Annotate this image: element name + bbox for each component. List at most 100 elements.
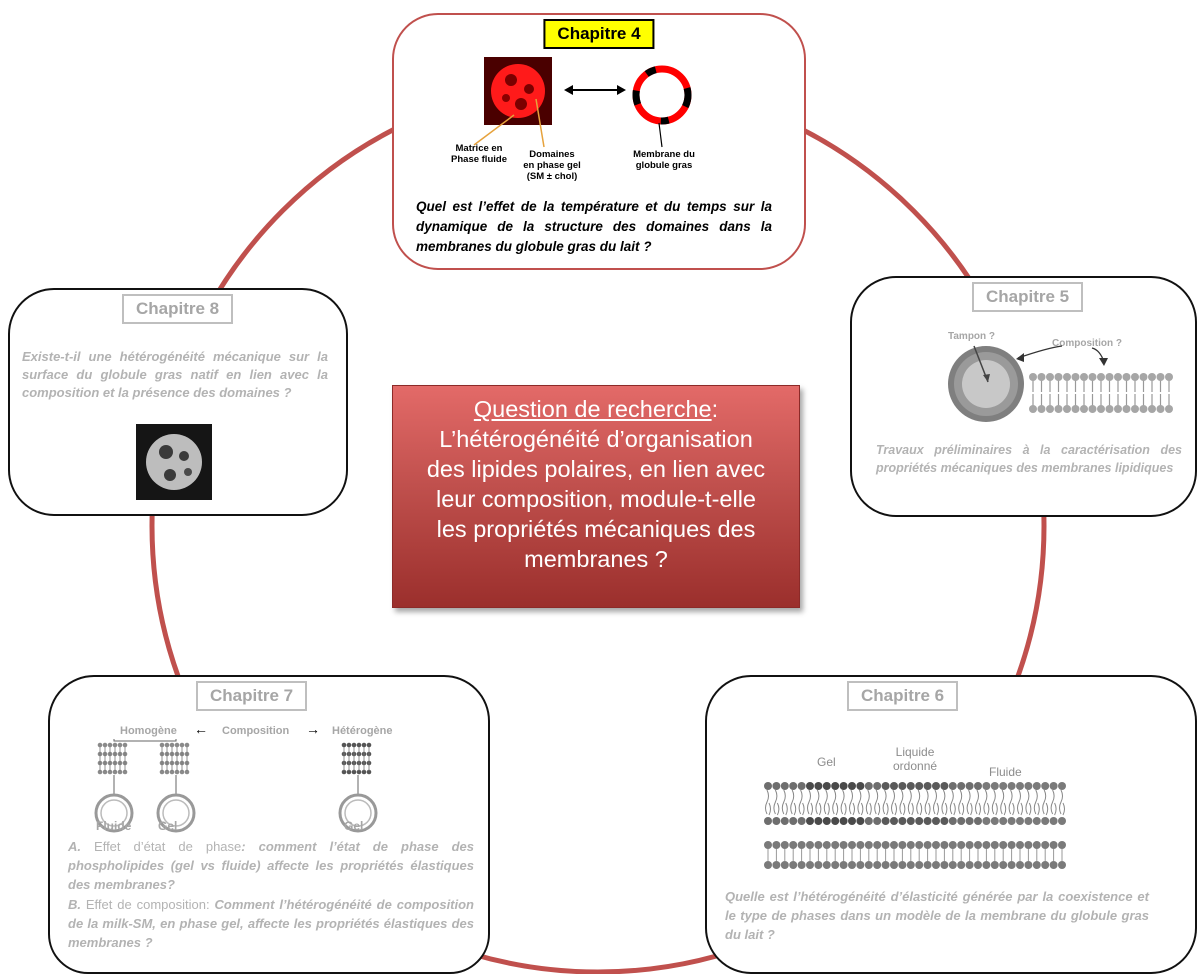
lipid-head [1165,405,1173,413]
chapter-8-title: Chapitre 8 [122,294,234,324]
lipid-head [789,782,798,790]
vesicle-diagram [94,739,378,833]
label-gel: Gel [158,819,178,833]
lipid-head [1058,841,1066,849]
lipid-head [890,817,898,825]
lipid-head [1032,861,1041,869]
lipid-head [1105,405,1114,413]
lipid-head [965,782,974,790]
lipid-head [873,841,882,849]
lipid-head [806,817,814,825]
label-domains: Domaines en phase gel (SM ± chol) [523,149,581,182]
lipid-head [1114,405,1122,413]
lipid-head [1114,373,1122,381]
lipid-head [174,769,180,775]
lipid-head [1016,817,1024,825]
lipid-head [864,861,873,869]
lipid-head [999,841,1008,849]
lipid-head [814,841,823,849]
lipid-head [1049,861,1058,869]
lipid-head [932,817,940,825]
label-membrane: Membrane du globule gras [633,149,695,171]
pointer-lines [473,98,663,148]
lipid-head [351,769,357,775]
lipid-head [1131,373,1139,381]
lipid-head [780,841,789,849]
composition-arrows-icon [1016,345,1108,366]
chapter-6-title: Chapitre 6 [847,681,959,711]
lipid-head [999,861,1008,869]
research-question-line: des lipides polaires, en lien avec [426,456,766,482]
lipid-head [915,817,924,825]
lipid-head [789,861,798,869]
chapter-6-question: Quelle est l’hétérogénéité d’élasticité … [725,889,1149,942]
label-gel: Gel [344,819,364,833]
lipid-head [1080,373,1088,381]
lipid-head [159,769,165,775]
lipid-head [346,769,352,775]
lipid-head [923,782,932,790]
lipid-head [102,742,108,748]
lipid-head [1058,861,1066,869]
lipid-head [164,742,170,748]
lipid-head [822,782,831,790]
lipid-head [932,861,940,869]
lipid-head [341,742,347,748]
lipid-head [923,861,932,869]
chapter-4-card: Chapitre 4 Matrice en Phase fluide Domai… [392,13,806,270]
lipid-head [957,861,966,869]
lipid-head [1024,782,1033,790]
label-composition: Composition ? [1052,338,1122,349]
lipid-head [1029,405,1037,413]
lipid-head [1046,373,1054,381]
lipid-head [1007,782,1016,790]
lipid-head [881,841,890,849]
lipid-head [764,841,772,849]
lipid-head [881,782,890,790]
lipid-head [1080,405,1088,413]
lipid-head [906,782,915,790]
label-tampon: Tampon ? [948,331,996,342]
lipid-head [1024,817,1033,825]
lipid-head [948,817,957,825]
lipid-head [1049,841,1058,849]
lipid-head [940,861,949,869]
lipid-head [117,769,123,775]
membrane-ring-icon [632,65,692,125]
lipid-head [856,782,865,790]
chapter-4-question: Quel est l’effet de la température et du… [416,199,772,254]
lipid-head [839,782,848,790]
lipid-head [864,841,873,849]
chapter-7-question-b: B. Effet de composition: Comment l’hétér… [68,897,474,950]
lipid-head [789,841,798,849]
lipid-head [948,841,957,849]
lipid-head [159,742,165,748]
lipid-head [974,841,982,849]
lipid-head [982,817,991,825]
double-arrow-icon [564,85,626,95]
label-heterogene: Hétérogène [332,725,393,737]
lipid-head [831,861,840,869]
lipid-head [848,861,856,869]
lipid-head [1058,817,1066,825]
lipid-head [797,782,806,790]
lipid-head [890,861,898,869]
lipid-head [107,769,113,775]
lipid-head [366,769,372,775]
lipid-head [982,841,991,849]
vesicle-icon [948,345,1024,422]
lipid-head [1122,405,1131,413]
lipid-head [1041,841,1050,849]
lipid-head [965,841,974,849]
arrow-right-icon: → [306,721,320,737]
lipid-head [117,742,123,748]
lipid-head [1165,373,1173,381]
lipid-head [122,742,128,748]
chapter-5-title: Chapitre 5 [972,282,1084,312]
globule-grayscale-image [136,424,212,500]
lipid-head [772,817,781,825]
lipid-head [1054,373,1063,381]
lipid-head [102,769,108,775]
lipid-head [906,841,915,849]
chapter-7-card: Chapitre 7 Homogène ← Composition → Hété… [48,675,490,974]
